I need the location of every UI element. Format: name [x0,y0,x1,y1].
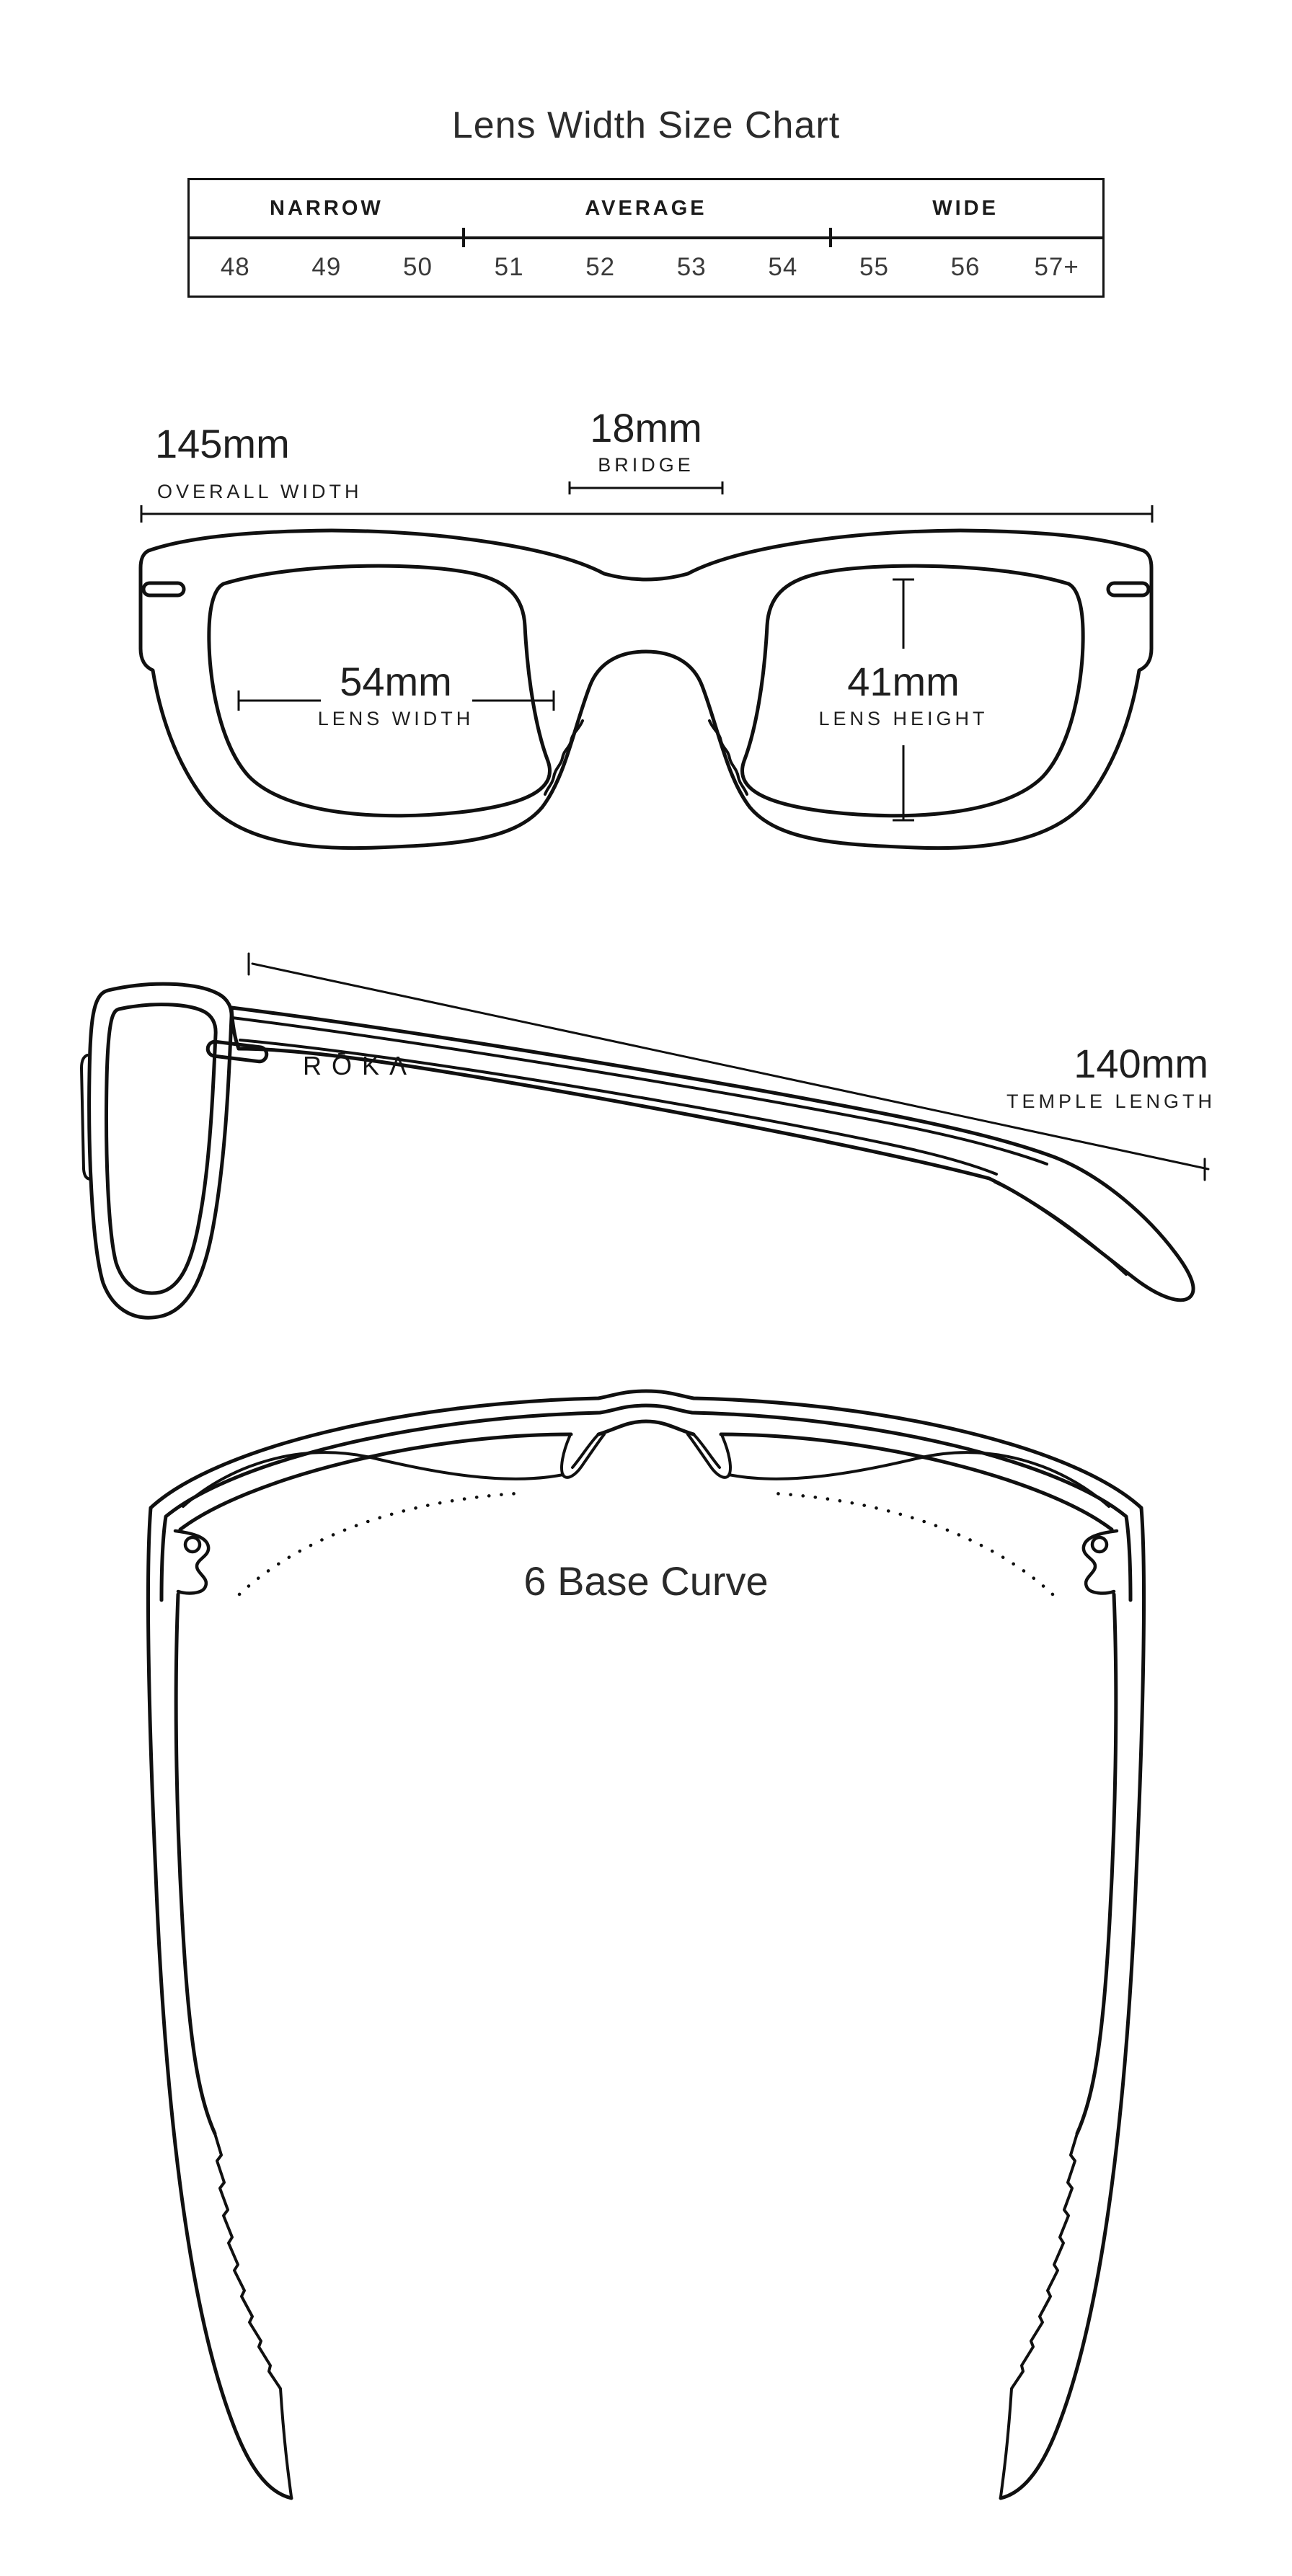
size-category-average: AVERAGE [585,196,707,220]
front-dimension-lines [140,481,1154,822]
temple-length-label: TEMPLE LENGTH [1006,1091,1216,1112]
front-left-nosepad [544,719,584,796]
size-53: 53 [676,253,707,281]
overall-width-dim-line [140,505,1154,523]
front-right-hinge-slot [1106,581,1151,598]
top-left-temple-inner [174,1592,217,2136]
category-divider-tick-left [462,228,465,247]
lens-height-label: LENS HEIGHT [818,708,988,729]
size-52: 52 [585,253,616,281]
overall-width-value: 145mm [155,421,290,466]
top-right-lens-edge [727,1451,1110,1508]
temple-length-value: 140mm [1074,1041,1208,1086]
lens-height-dim-line [893,578,914,822]
side-front-lens [105,1003,218,1295]
size-56: 56 [950,253,981,281]
front-frame-outline [138,528,1154,850]
size-chart-table: NARROW AVERAGE WIDE 48 49 50 51 52 53 54… [187,178,1105,298]
side-temple-outline [229,1005,1195,1302]
top-right-temple-inner [1075,1592,1118,2136]
side-temple-drop-inner-line [994,1181,1128,1276]
lens-width-dim-line [237,690,555,711]
top-left-temple-grip [213,2132,293,2498]
top-right-corner-bracket [1081,1529,1119,1595]
size-category-wide: WIDE [932,196,999,220]
top-front-face-left [178,1432,573,1532]
front-left-lens [207,564,552,818]
top-left-basecurve-dots [237,1491,520,1596]
bridge-dim-line [568,481,724,494]
side-temple-top-inner-line [231,1016,1048,1165]
side-temple-bottom-inner-line [239,1039,998,1176]
top-left-lens-edge [182,1451,565,1508]
top-right-temple-grip [999,2132,1079,2498]
front-right-lens [740,564,1085,818]
roka-brand-logo: RŌKΛ [303,1051,417,1080]
size-51: 51 [494,253,524,281]
size-50: 50 [403,253,433,281]
top-bridge-leg-right [692,1433,721,1469]
lens-width-label: LENS WIDTH [317,708,474,729]
lens-width-value: 54mm [340,659,452,704]
page-title: Lens Width Size Chart [451,105,841,146]
size-48: 48 [220,253,250,281]
top-front-face-right [719,1432,1114,1532]
front-right-nosepad [708,719,748,796]
side-view-drawing [80,952,1210,1320]
size-values-row: 48 49 50 51 52 53 54 55 56 57+ [190,236,1102,296]
size-54: 54 [768,253,798,281]
lens-height-value: 41mm [847,659,960,704]
top-outer-silhouette [146,1389,1146,2500]
size-57plus: 57+ [1034,253,1079,281]
size-category-row: NARROW AVERAGE WIDE [190,180,1102,236]
top-bridge-hump [596,1419,696,1436]
side-hinge-slot [205,1039,269,1064]
side-front-edge-tab [80,1054,92,1181]
top-right-hinge-screw [1090,1535,1109,1554]
top-right-nosepad [686,1433,732,1479]
category-divider-tick-right [829,228,832,247]
top-left-corner-bracket [173,1529,211,1595]
bridge-value: 18mm [590,405,702,450]
size-55: 55 [859,253,889,281]
overall-width-label: OVERALL WIDTH [157,481,363,502]
side-temple-dim-line [247,952,1210,1181]
size-49: 49 [311,253,342,281]
front-left-hinge-slot [141,581,186,598]
top-bridge-leg-left [571,1433,600,1469]
top-view-drawing [146,1389,1146,2500]
top-left-nosepad [560,1433,606,1479]
front-view-drawing [138,528,1154,850]
base-curve-label: 6 Base Curve [523,1558,769,1604]
bridge-label: BRIDGE [598,454,694,476]
size-category-narrow: NARROW [270,196,384,220]
top-left-hinge-screw [183,1535,202,1554]
side-front-rim-outer [87,982,234,1320]
top-right-basecurve-dots [772,1491,1055,1596]
